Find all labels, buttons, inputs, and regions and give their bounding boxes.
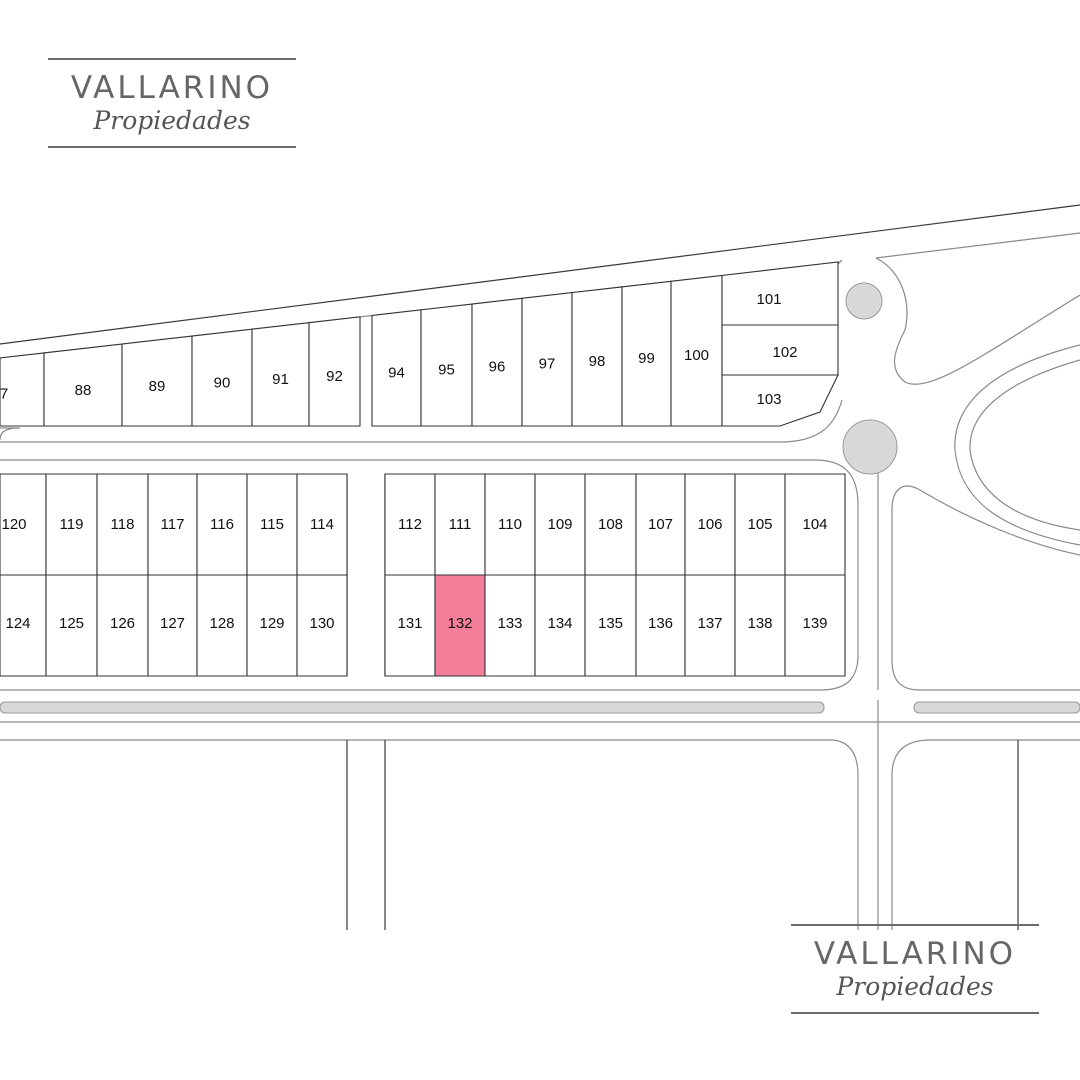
lot-number: 100 <box>684 347 709 364</box>
lot-number: 115 <box>260 516 284 533</box>
roundabout-island-center <box>842 419 898 475</box>
vertical-road-upper <box>865 439 879 690</box>
lot-number: 124 <box>5 615 30 632</box>
lot-number: 116 <box>210 516 234 533</box>
lot-number: 104 <box>802 516 827 533</box>
roundabout-island-north <box>845 282 883 320</box>
lot[interactable] <box>721 374 839 427</box>
avenue-median-east <box>913 701 1080 714</box>
lot-number: 137 <box>697 615 722 632</box>
lot-number: 92 <box>326 368 343 385</box>
lot[interactable] <box>308 316 361 427</box>
east-block-edge <box>891 485 1080 691</box>
lot-number: 107 <box>648 516 673 533</box>
lot-number: 99 <box>638 350 655 367</box>
lot-number: 126 <box>110 615 135 632</box>
lot-number: 119 <box>60 516 84 533</box>
logo-subtitle: Propiedades <box>93 106 251 135</box>
lot-number: 135 <box>598 615 623 632</box>
logo-bottom-right: VALLARINO Propiedades <box>791 924 1039 1014</box>
lot-number: 103 <box>756 391 781 408</box>
lot-number: 120 <box>1 516 26 533</box>
logo-brand: VALLARINO <box>70 70 274 106</box>
lot-number: 106 <box>697 516 722 533</box>
lot-number: 138 <box>747 615 772 632</box>
lot-number: 131 <box>397 615 422 632</box>
lot-number: 111 <box>449 516 472 533</box>
southwest-corner <box>829 739 859 930</box>
lot[interactable] <box>784 574 846 677</box>
lot-number: 89 <box>149 378 166 395</box>
lot-number: 117 <box>161 516 185 533</box>
lot[interactable] <box>296 574 348 677</box>
block-road-ring <box>0 459 859 691</box>
lot-number: 102 <box>772 344 797 361</box>
upper-road-edge-right <box>875 232 1080 259</box>
lot-number: 109 <box>547 516 572 533</box>
lot-number: 96 <box>489 359 506 376</box>
east-oval-inner <box>969 359 1080 531</box>
lot-number: 95 <box>438 361 455 378</box>
lot-number: 110 <box>498 516 522 533</box>
lot-number: 7 <box>0 386 8 403</box>
upper-boundary-line <box>0 204 1080 345</box>
lot-number: 118 <box>111 516 135 533</box>
logo-rule-bottom <box>791 1012 1039 1014</box>
lot-number: 133 <box>497 615 522 632</box>
lot-number: 125 <box>59 615 84 632</box>
street-upper-edge <box>0 399 843 443</box>
lot-number: 91 <box>272 371 289 388</box>
logo-rule-bottom <box>48 146 296 148</box>
lots-layer: 7 88 89 90 91 92 94 95 96 97 98 99 100 101 102 103 120 11… <box>0 261 846 677</box>
lot-number: 98 <box>589 353 606 370</box>
lot-number: 88 <box>75 382 92 399</box>
lot-number: 101 <box>756 291 781 308</box>
lot-number: 94 <box>388 364 405 381</box>
lot-number: 128 <box>209 615 234 632</box>
roundabout-east <box>875 257 1080 385</box>
east-oval-edge <box>954 344 1080 546</box>
logo-rule-top <box>791 924 1039 926</box>
avenue-median-west <box>0 701 825 714</box>
lot-number: 136 <box>648 615 673 632</box>
lot-number: 130 <box>309 615 334 632</box>
lot-number: 114 <box>310 516 334 533</box>
southeast-corner <box>891 739 1080 930</box>
left-curve <box>0 427 21 441</box>
logo-rule-top <box>48 58 296 60</box>
lot-number: 134 <box>547 615 572 632</box>
lot-number: 139 <box>802 615 827 632</box>
lot-number: 132 <box>447 615 472 632</box>
logo-brand: VALLARINO <box>813 936 1017 972</box>
lot-number: 127 <box>160 615 185 632</box>
lot-number: 112 <box>398 516 422 533</box>
lot-number: 108 <box>598 516 623 533</box>
lot-number: 129 <box>259 615 284 632</box>
lot-number: 97 <box>539 356 556 373</box>
lot-number: 90 <box>214 374 231 391</box>
lot-number: 105 <box>747 516 772 533</box>
logo-subtitle: Propiedades <box>836 972 994 1001</box>
logo-top-left: VALLARINO Propiedades <box>48 58 296 148</box>
